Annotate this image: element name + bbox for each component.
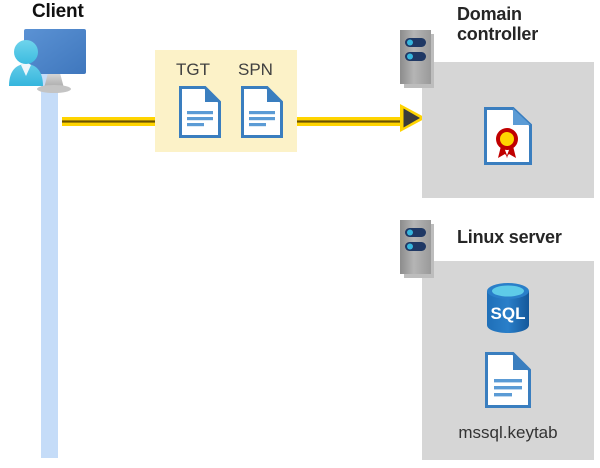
client-title: Client bbox=[32, 1, 84, 22]
linux-server-rack-icon bbox=[400, 220, 436, 278]
token-box: TGT SPN bbox=[155, 50, 297, 152]
tgt-label: TGT bbox=[176, 60, 210, 79]
sql-database-icon: SQL bbox=[482, 281, 534, 340]
keytab-document-icon bbox=[485, 352, 531, 413]
user-workstation-icon bbox=[4, 26, 96, 98]
sql-label: SQL bbox=[491, 304, 526, 323]
domain-controller-server-rack-icon bbox=[400, 30, 436, 88]
spn-document-icon bbox=[241, 86, 283, 143]
client-to-domain-controller-arrow-head bbox=[400, 104, 426, 132]
certificate-document-icon bbox=[484, 107, 532, 170]
linux-server-title: Linux server bbox=[457, 227, 562, 247]
client-lifeline bbox=[41, 72, 58, 458]
tgt-document-icon bbox=[179, 86, 221, 143]
keytab-filename-label: mssql.keytab bbox=[458, 423, 558, 442]
domain-controller-title: Domain controller bbox=[457, 4, 539, 45]
spn-label: SPN bbox=[238, 60, 273, 79]
